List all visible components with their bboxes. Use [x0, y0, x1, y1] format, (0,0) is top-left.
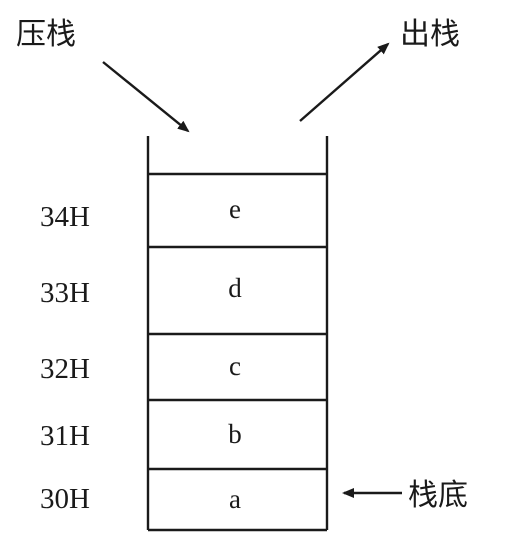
stack-cell: 33H d: [40, 273, 242, 309]
push-arrow: [102, 61, 190, 133]
stack-cell: 32H c: [40, 351, 241, 385]
cell-address: 34H: [40, 201, 90, 233]
push-label: 压栈: [16, 17, 76, 52]
stack-cell: 31H b: [40, 419, 242, 452]
cell-value: c: [229, 351, 241, 381]
cell-address: 31H: [40, 420, 90, 452]
cell-address: 33H: [40, 277, 90, 309]
bottom-label: 栈底: [408, 478, 468, 513]
cell-address: 30H: [40, 483, 90, 515]
stack-cell: 34H e: [40, 194, 241, 233]
cell-value: b: [228, 419, 242, 449]
pop-arrow: [299, 42, 390, 122]
stack-cell: 30H a: [40, 483, 241, 515]
pop-label: 出栈: [400, 17, 460, 52]
cell-value: d: [228, 273, 242, 303]
cell-value: a: [229, 484, 241, 514]
cell-value: e: [229, 194, 241, 224]
stack-container: [146, 136, 329, 532]
cell-address: 32H: [40, 353, 90, 385]
